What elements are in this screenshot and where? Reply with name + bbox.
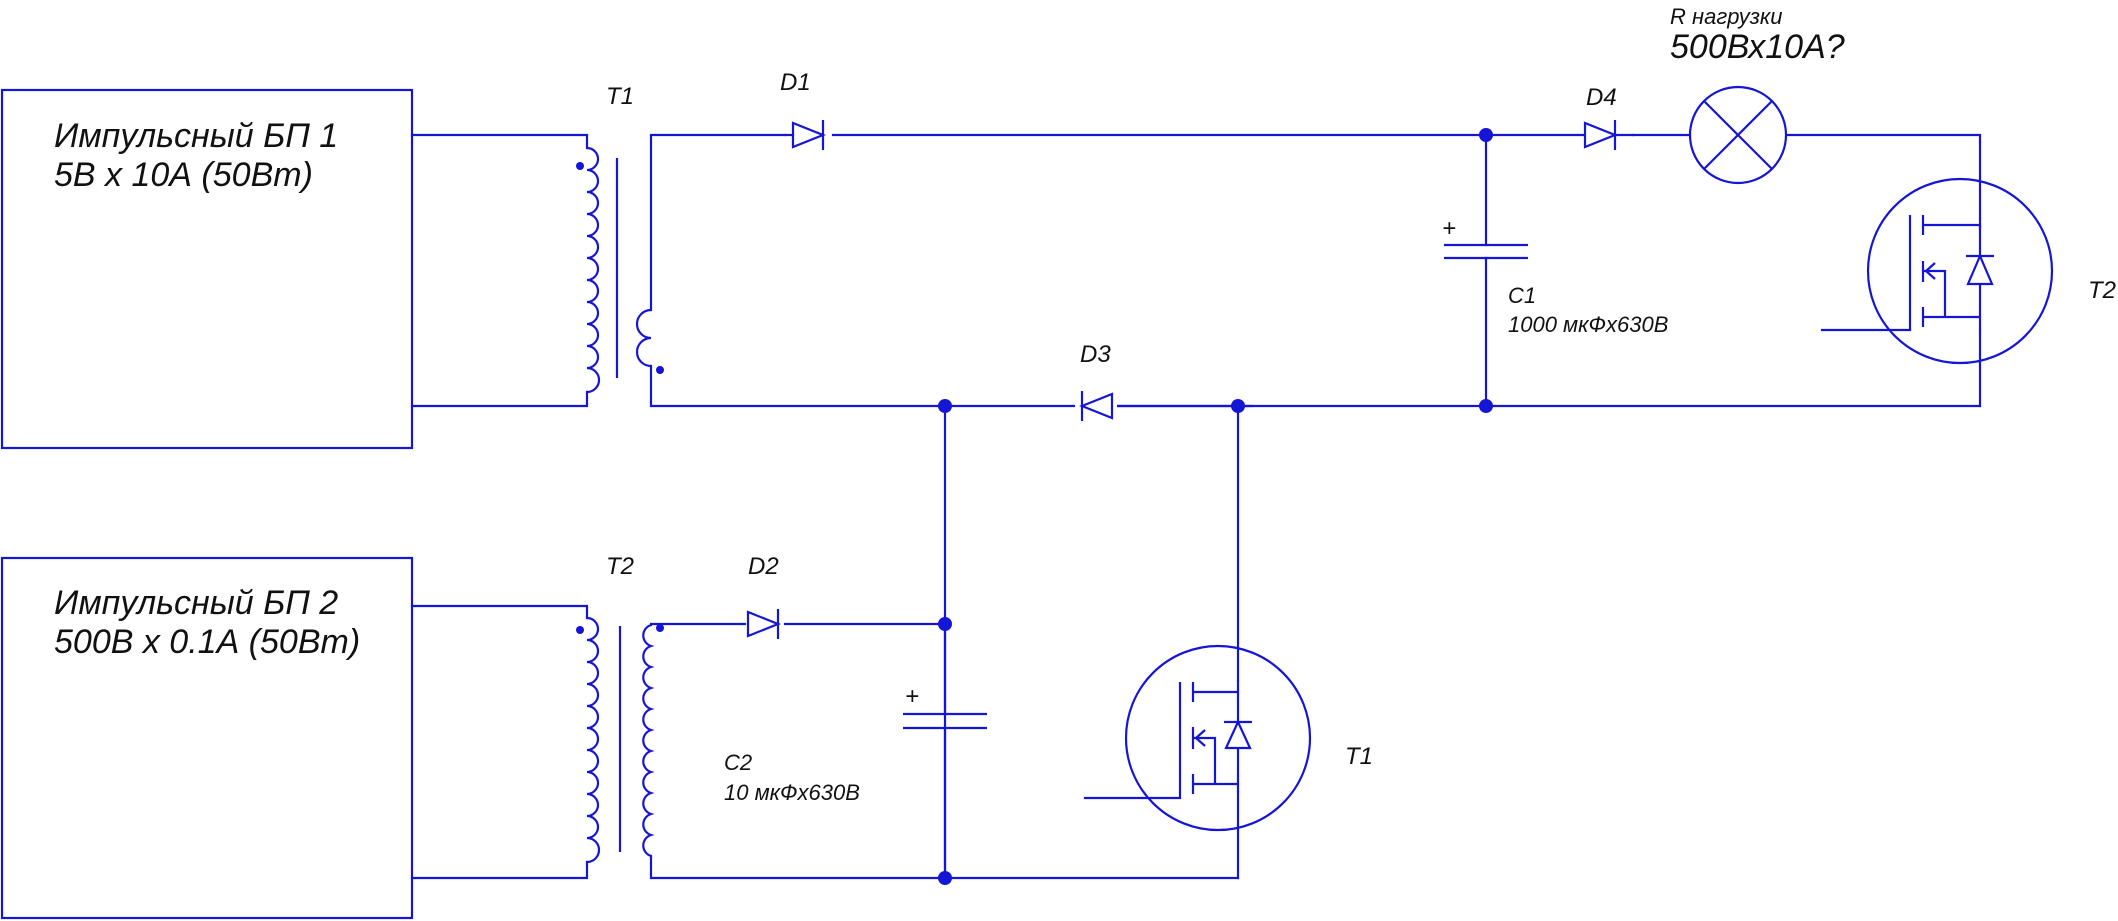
t2-secondary-winding — [642, 623, 655, 858]
transformer-bottom: T2 — [576, 553, 664, 864]
c2-value: 10 мкФх630В — [724, 780, 860, 805]
t2-mosfet-label: T2 — [2088, 277, 2116, 304]
c1-value: 1000 мкФх630В — [1508, 312, 1668, 337]
psu1-box — [0, 88, 414, 450]
c2-label: C2 — [724, 750, 752, 775]
d1-label: D1 — [780, 69, 811, 96]
wires — [410, 133, 1982, 880]
psu2-rating: 500В х 0.1А (50Вт) — [54, 623, 360, 661]
d3-label: D3 — [1080, 341, 1111, 368]
psu1-rating: 5В х 10А (50Вт) — [54, 156, 313, 194]
transformer-top: T1 — [576, 83, 664, 394]
psu1-block: Импульсный БП 1 5В х 10А (50Вт) — [0, 88, 414, 450]
t1-primary-winding — [586, 146, 601, 394]
c1-label: C1 — [1508, 283, 1536, 308]
c1-polarity: + — [1442, 215, 1456, 242]
t1-secondary-winding — [635, 308, 652, 368]
diode-d1: D1 — [780, 69, 826, 150]
load-lamp: R нагрузки 500Вх10А? — [1670, 4, 1845, 185]
psu1-title: Импульсный БП 1 — [54, 117, 338, 155]
c2-polarity: + — [905, 683, 919, 710]
mosfet-bottom: T1 — [1124, 644, 1373, 832]
diode-d3: D3 — [1075, 341, 1117, 421]
psu2-box — [0, 556, 414, 920]
t1-primary-dot — [576, 162, 584, 170]
junction-dots — [938, 128, 1493, 885]
t1-mosfet-label: T1 — [1345, 743, 1373, 770]
t2-label: T2 — [606, 553, 634, 580]
psu2-block: Импульсный БП 2 500В х 0.1А (50Вт) — [0, 556, 414, 920]
d2-label: D2 — [748, 553, 779, 580]
capacitor-c2: + C2 10 мкФх630В — [724, 622, 987, 880]
t2-primary-dot — [576, 626, 584, 634]
psu2-title: Импульсный БП 2 — [54, 584, 338, 622]
capacitor-c1: + C1 1000 мкФх630В — [1442, 215, 1668, 337]
diode-d2: D2 — [746, 553, 781, 639]
t2-secondary-dot — [656, 624, 664, 632]
t1-label: T1 — [606, 83, 634, 110]
load-label: R нагрузки — [1670, 4, 1783, 29]
load-rating: 500Вх10А? — [1670, 28, 1845, 66]
diode-d4: D4 — [1583, 84, 1635, 150]
d4-label: D4 — [1586, 84, 1617, 111]
t1-secondary-dot — [656, 366, 664, 374]
t2-primary-winding — [586, 616, 601, 864]
mosfet-right: T2 — [1866, 177, 2116, 365]
